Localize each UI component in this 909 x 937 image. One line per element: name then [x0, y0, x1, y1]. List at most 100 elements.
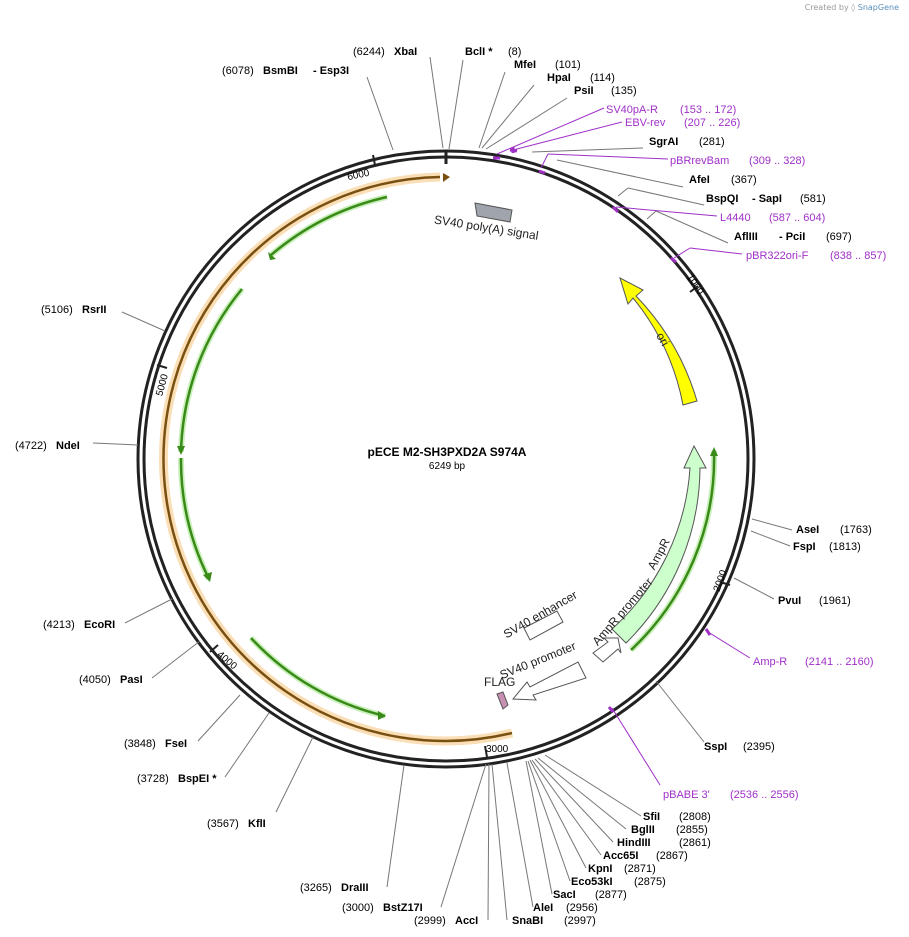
enzyme-leader-lines [92, 56, 793, 921]
enzyme-label-mfei[interactable]: MfeI (101) [514, 59, 581, 71]
primer-label-pbr322ori-f[interactable]: pBR322ori-F (838 .. 857) [746, 250, 886, 262]
svg-text:(281): (281) [699, 136, 725, 148]
svg-text:DraIII: DraIII [341, 882, 369, 894]
svg-text:PvuI: PvuI [778, 595, 801, 607]
svg-text:(114): (114) [590, 72, 615, 84]
svg-text:(2999): (2999) [414, 915, 446, 927]
enzyme-label-ndei[interactable]: (4722) NdeI [15, 440, 80, 452]
enzyme-label-bstz17i[interactable]: (3000) BstZ17I [342, 902, 423, 914]
svg-text:(2875): (2875) [634, 876, 666, 888]
orf-segments [177, 194, 718, 720]
enzyme-label-sspi[interactable]: SspI (2395) [704, 741, 775, 753]
primer-label-sv40pa-r[interactable]: SV40pA-R (153 .. 172) [606, 104, 736, 116]
insert-band-arrowhead [443, 173, 450, 182]
enzyme-label-pasi[interactable]: (4050) PasI [79, 674, 143, 686]
enzyme-label-fsei[interactable]: (3848) FseI [124, 738, 187, 750]
enzyme-label-bcli[interactable]: BclI * (8) [465, 46, 521, 58]
svg-text:(6078): (6078) [222, 65, 254, 77]
svg-text:NdeI: NdeI [56, 440, 80, 452]
primer-label-l4440[interactable]: L4440 (587 .. 604) [720, 212, 825, 224]
primer-label-amp-r[interactable]: Amp-R (2141 .. 2160) [753, 656, 874, 668]
enzyme-label-acc65i[interactable]: Acc65I (2867) [603, 850, 688, 862]
enzyme-label-eco53ki[interactable]: Eco53kI (2875) [571, 876, 666, 888]
svg-text:RsrII: RsrII [82, 304, 106, 316]
svg-text:BspQI: BspQI [706, 193, 738, 205]
enzyme-label-ecori[interactable]: (4213) EcoRI [43, 619, 115, 631]
tick-4000 [209, 644, 219, 653]
sv40-enhancer-feature[interactable] [523, 610, 564, 641]
enzyme-label-pvui[interactable]: PvuI (1961) [778, 595, 851, 607]
enzyme-labels: BclI * (8) MfeI (101) HpaI (114) PsiI (1… [15, 46, 872, 927]
svg-text:(697): (697) [826, 231, 852, 243]
enzyme-label-xbai[interactable]: (6244) XbaI [353, 46, 417, 58]
svg-text:(3000): (3000) [342, 902, 374, 914]
ampr-promoter-feature[interactable] [592, 637, 622, 663]
enzyme-label-bspei[interactable]: (3728) BspEI * [137, 773, 217, 785]
svg-text:BglII: BglII [631, 824, 655, 836]
svg-text:AfeI: AfeI [689, 174, 710, 186]
enzyme-label-psii[interactable]: PsiI (135) [574, 85, 637, 97]
enzyme-label-sfii[interactable]: SfiI (2808) [643, 811, 711, 823]
plasmid-name: pECE M2-SH3PXD2A S974A [368, 445, 527, 459]
svg-text:(3848): (3848) [124, 738, 156, 750]
tick-6000 [372, 154, 376, 166]
orf-arrowhead-icon [203, 572, 212, 582]
svg-text:(2808): (2808) [679, 811, 711, 823]
primer-leader-lines [496, 107, 751, 786]
primer-label-pbabe3[interactable]: pBABE 3' (2536 .. 2556) [663, 789, 799, 801]
enzyme-label-snabi[interactable]: SnaBI (2997) [512, 915, 596, 927]
enzyme-label-kfli[interactable]: (3567) KflI [207, 818, 266, 830]
tick-3000 [484, 745, 488, 758]
enzyme-label-draiii[interactable]: (3265) DraIII [300, 882, 369, 894]
svg-text:(207 .. 226): (207 .. 226) [684, 117, 740, 129]
svg-text:(153 .. 172): (153 .. 172) [680, 104, 736, 116]
svg-text:(2997): (2997) [564, 915, 596, 927]
svg-text:(2867): (2867) [656, 850, 688, 862]
enzyme-label-hpai[interactable]: HpaI (114) [547, 72, 615, 84]
enzyme-label-afei[interactable]: AfeI (367) [689, 174, 757, 186]
ori-feature[interactable] [619, 277, 698, 406]
orf-arrowhead-icon [378, 711, 386, 720]
svg-text:Amp-R: Amp-R [753, 656, 787, 668]
enzyme-label-asei[interactable]: AseI (1763) [796, 524, 872, 536]
svg-text:KpnI: KpnI [588, 863, 612, 875]
flag-label: FLAG [484, 675, 515, 689]
svg-text:(2536 .. 2556): (2536 .. 2556) [730, 789, 799, 801]
enzyme-label-saci[interactable]: SacI (2877) [553, 889, 627, 901]
enzyme-label-hindiii[interactable]: HindIII (2861) [617, 837, 711, 849]
svg-text:pBRrevBam: pBRrevBam [670, 155, 729, 167]
primer-marks [493, 147, 712, 713]
orf-segment-4 [250, 637, 386, 718]
enzyme-label-fspi[interactable]: FspI (1813) [793, 541, 861, 553]
sv40-promoter-feature[interactable] [511, 661, 587, 701]
svg-text:BspEI *: BspEI * [178, 773, 217, 785]
svg-text:(2855): (2855) [676, 824, 708, 836]
enzyme-label-bsmbi[interactable]: (6078) BsmBI - Esp3I [222, 65, 349, 77]
enzyme-label-acci[interactable]: (2999) AccI [414, 915, 478, 927]
tick-label-3000: 3000 [486, 744, 509, 755]
svg-text:(1763): (1763) [840, 524, 872, 536]
enzyme-label-kpni[interactable]: KpnI (2871) [588, 863, 656, 875]
primer-label-ebv-rev[interactable]: EBV-rev (207 .. 226) [625, 117, 740, 129]
primer-label-pbrrevbam[interactable]: pBRrevBam (309 .. 328) [670, 155, 805, 167]
flag-feature[interactable] [496, 691, 509, 710]
enzyme-label-rsrii[interactable]: (5106) RsrII [41, 304, 106, 316]
svg-text:pBABE 3': pBABE 3' [663, 789, 710, 801]
sv40-polya-feature[interactable] [474, 202, 513, 223]
enzyme-label-afliii[interactable]: AflIII - PciI (697) [734, 231, 852, 243]
svg-text:(3728): (3728) [137, 773, 169, 785]
enzyme-label-bglii[interactable]: BglII (2855) [631, 824, 708, 836]
orf-arrowhead-icon [268, 252, 276, 260]
svg-text:(2956): (2956) [566, 902, 598, 914]
watermark-prefix: Created by [804, 3, 849, 12]
svg-text:(5106): (5106) [41, 304, 73, 316]
enzyme-label-alei[interactable]: AleI (2956) [533, 902, 598, 914]
enzyme-label-bspqi[interactable]: BspQI - SapI (581) [706, 193, 826, 205]
svg-text:EBV-rev: EBV-rev [625, 117, 666, 129]
enzyme-label-sgrai[interactable]: SgrAI (281) [649, 136, 725, 148]
ampr-feature[interactable] [611, 444, 707, 644]
svg-text:AseI: AseI [796, 524, 819, 536]
svg-text:(4050): (4050) [79, 674, 111, 686]
svg-text:(3265): (3265) [300, 882, 332, 894]
svg-text:(2871): (2871) [624, 863, 656, 875]
